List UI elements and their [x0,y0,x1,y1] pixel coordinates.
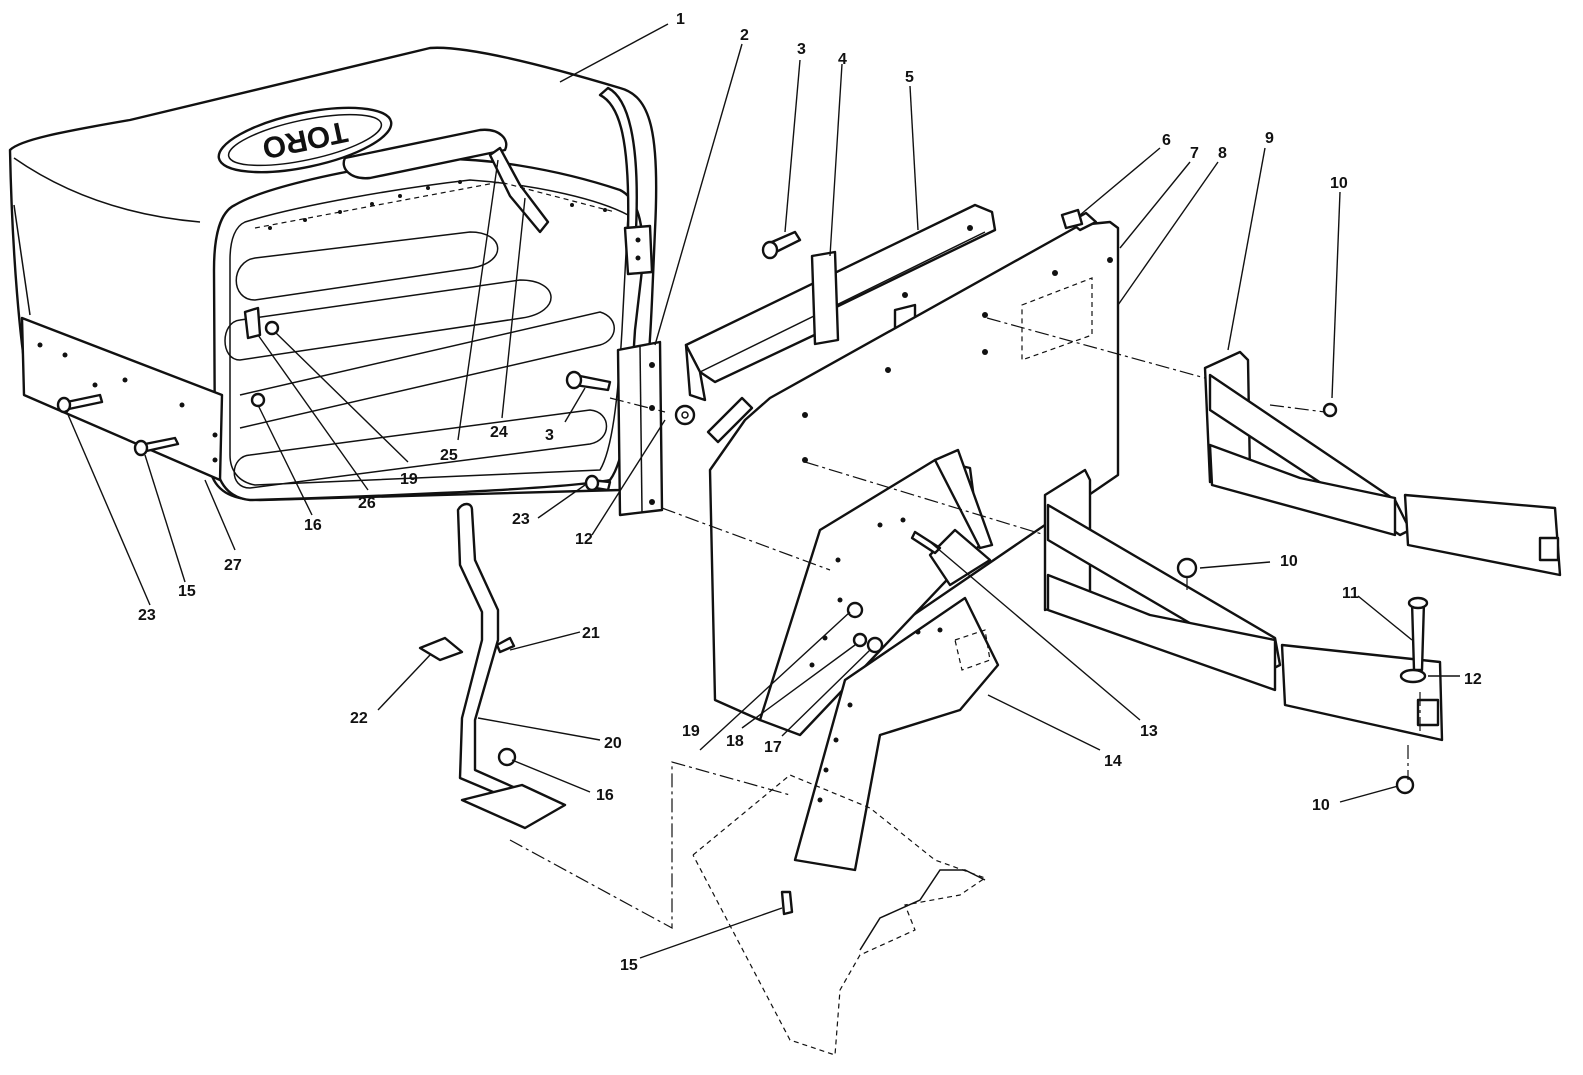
callout-17: 17 [764,739,782,756]
callout-5: 5 [905,69,914,86]
callout-14: 14 [1104,753,1122,770]
callout-15-lower: 15 [620,957,638,974]
callout-9: 9 [1265,130,1274,147]
support-arm-lower [1043,468,1444,742]
callout-25: 25 [440,447,458,464]
lift-lever [418,502,567,830]
callout-12-left: 12 [575,531,593,548]
callout-7: 7 [1190,145,1199,162]
callout-3-left: 3 [545,427,554,444]
callout-6: 6 [1162,132,1171,149]
callout-23-left: 23 [138,607,156,624]
callout-labels: 1 2 3 3 4 5 6 7 8 9 10 10 10 11 12 12 13… [138,11,1482,974]
callout-24: 24 [490,424,508,441]
callout-16-upper: 16 [304,517,322,534]
vertical-bracket [616,340,664,517]
deck-outline [692,774,987,1056]
callout-10-middle: 10 [1280,553,1298,570]
leader-lines [65,23,1460,959]
callout-15-upper: 15 [178,583,196,600]
callout-8: 8 [1218,145,1227,162]
side-plate [793,596,1000,872]
hardware [56,208,1429,916]
callout-22: 22 [350,710,368,727]
callout-11: 11 [1342,585,1359,602]
callout-27: 27 [224,557,242,574]
callout-18: 18 [726,733,744,750]
lower-mount-bracket [758,448,994,737]
support-arm-upper [1203,350,1562,577]
callout-12-right: 12 [1464,671,1482,688]
callout-1: 1 [676,11,685,28]
callout-10-upper: 10 [1330,175,1348,192]
callout-20: 20 [604,735,622,752]
assembly-lines [509,317,1421,930]
mounting-rail [684,203,997,402]
grass-bag: TORO [8,46,658,502]
callout-4: 4 [838,51,847,68]
callout-19-upper: 19 [400,471,418,488]
callout-21: 21 [582,625,600,642]
callout-19-lower: 19 [682,723,700,740]
callout-13: 13 [1140,723,1158,740]
callout-23-center: 23 [512,511,530,528]
callout-3-top: 3 [797,41,806,58]
callout-2: 2 [740,27,749,44]
callout-10-lower: 10 [1312,797,1330,814]
callout-16-lower: 16 [596,787,614,804]
callout-26: 26 [358,495,376,512]
